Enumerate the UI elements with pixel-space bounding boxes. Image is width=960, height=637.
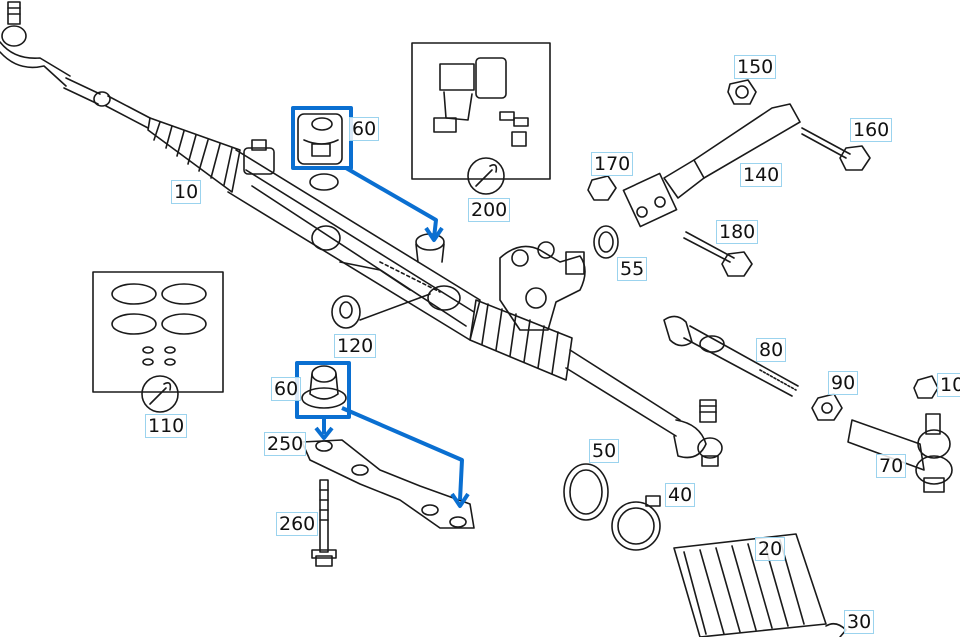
nut-90[interactable] <box>811 393 843 421</box>
mount-bushing-lower[interactable] <box>301 365 347 409</box>
label-part-250[interactable]: 250 <box>264 432 307 456</box>
bolt-180[interactable] <box>683 231 753 277</box>
label-part-150[interactable]: 150 <box>734 55 777 79</box>
nut-170[interactable] <box>587 175 617 201</box>
label-part-80[interactable]: 80 <box>756 338 787 362</box>
wrench-icon <box>141 375 179 413</box>
highlight-arrowhead-lower-left <box>314 426 334 440</box>
bolt-260[interactable] <box>311 479 337 567</box>
highlight-arrowhead-lower-right <box>450 492 470 508</box>
label-part-260[interactable]: 260 <box>276 512 319 536</box>
seal-55[interactable] <box>593 225 619 259</box>
mounting-plate[interactable] <box>301 439 475 529</box>
nut-150[interactable] <box>727 79 757 105</box>
label-part-120[interactable]: 120 <box>334 334 377 358</box>
valve-kit-box[interactable] <box>411 42 551 180</box>
outer-tie-rod-end[interactable] <box>847 413 953 493</box>
label-part-60-upper[interactable]: 60 <box>349 117 380 141</box>
steering-rack-housing[interactable] <box>227 139 586 341</box>
clamp-40[interactable] <box>611 495 661 551</box>
tie-rod-80[interactable] <box>663 315 799 397</box>
highlight-arrow-lower-right <box>341 406 464 501</box>
label-part-30[interactable]: 30 <box>844 610 875 634</box>
left-tie-rod-end[interactable] <box>0 1 151 129</box>
grommet[interactable] <box>331 293 431 329</box>
label-part-40[interactable]: 40 <box>665 483 696 507</box>
highlight-arrow-upper <box>344 166 438 239</box>
label-part-10[interactable]: 10 <box>171 180 202 204</box>
rack-boot-20[interactable] <box>673 533 827 637</box>
nut-100[interactable] <box>913 375 939 399</box>
label-part-70[interactable]: 70 <box>876 454 907 478</box>
right-tie-rod-end[interactable] <box>673 399 723 467</box>
label-part-110[interactable]: 110 <box>145 414 188 438</box>
label-part-160[interactable]: 160 <box>850 118 893 142</box>
clip-30[interactable] <box>825 622 847 637</box>
wrench-icon <box>467 157 505 195</box>
label-part-180[interactable]: 180 <box>716 220 759 244</box>
label-part-170[interactable]: 170 <box>591 152 634 176</box>
highlight-arrowhead-upper <box>424 226 444 242</box>
bolt-160[interactable] <box>801 127 871 171</box>
rack-boot-left[interactable] <box>147 117 241 193</box>
intermediate-shaft[interactable] <box>622 103 801 228</box>
label-part-55[interactable]: 55 <box>617 257 648 281</box>
mount-bushing-upper[interactable] <box>297 113 445 263</box>
label-part-90[interactable]: 90 <box>828 371 859 395</box>
label-part-100[interactable]: 10 <box>937 373 960 397</box>
label-part-200[interactable]: 200 <box>468 198 511 222</box>
label-part-60-lower[interactable]: 60 <box>271 377 302 401</box>
label-part-140[interactable]: 140 <box>740 163 783 187</box>
seal-kit-box[interactable] <box>92 271 224 393</box>
rack-boot-right[interactable] <box>469 299 681 437</box>
highlight-frame-60-lower <box>295 361 351 419</box>
label-part-20[interactable]: 20 <box>755 537 786 561</box>
label-part-50[interactable]: 50 <box>589 439 620 463</box>
ring-50[interactable] <box>563 463 609 521</box>
